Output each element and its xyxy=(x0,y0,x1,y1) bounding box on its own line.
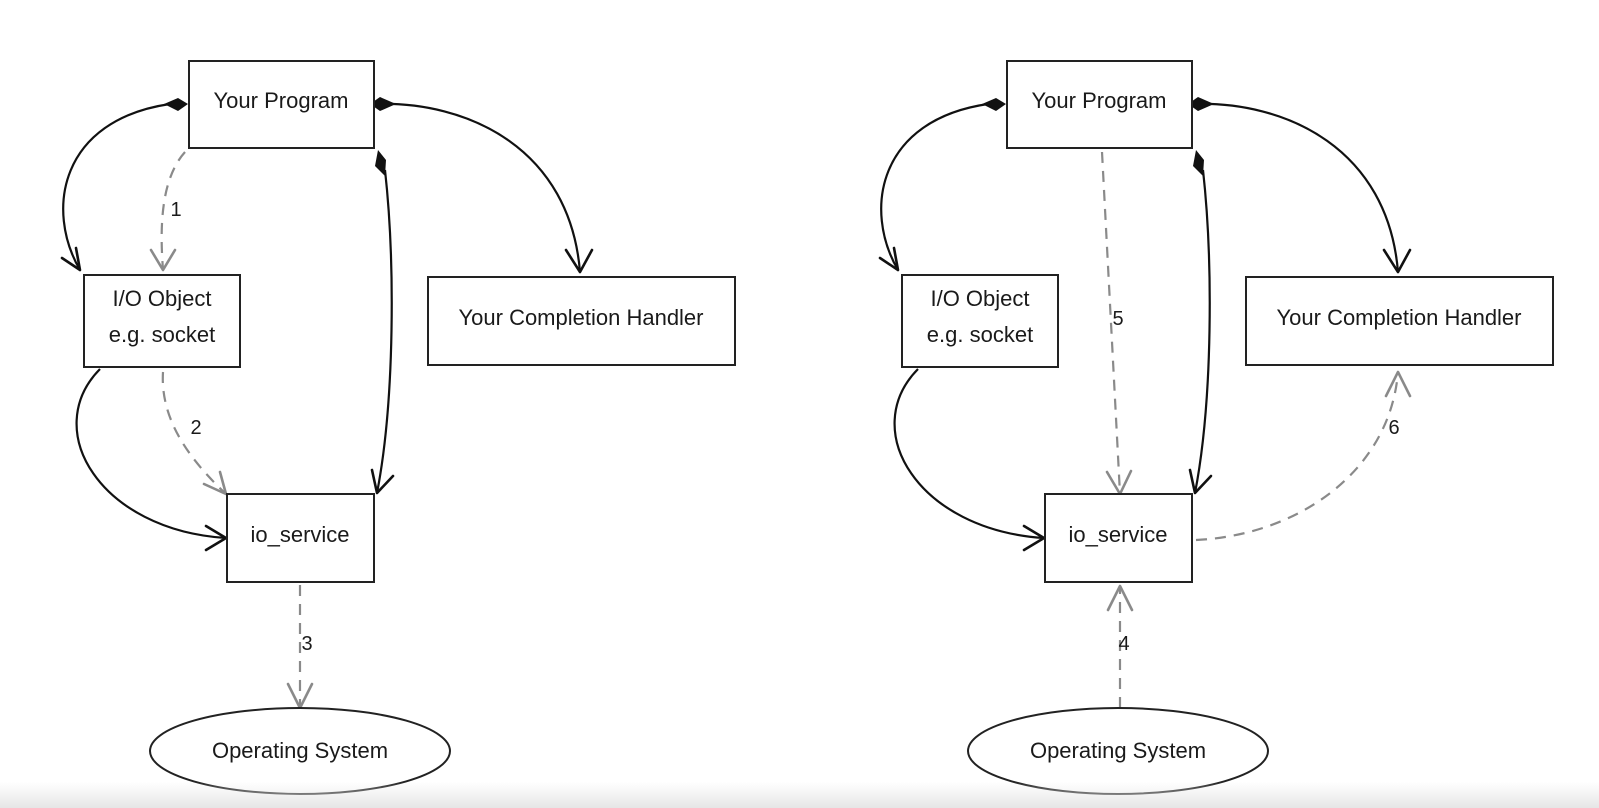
arrowhead-io-service-from-program xyxy=(370,468,395,495)
arrowhead-handler xyxy=(1382,248,1412,274)
your-program-label: Your Program xyxy=(214,88,349,113)
edge-io-object-to-io-service xyxy=(75,368,227,540)
your-program-box xyxy=(188,60,375,149)
dashed-edge-step-5 xyxy=(1100,151,1122,495)
completion-handler-box xyxy=(1245,276,1554,366)
arrowhead-io-object xyxy=(60,246,82,272)
step-label-1: 1 xyxy=(170,199,181,221)
step-label-4: 4 xyxy=(1118,633,1129,655)
right-diagram: Your Program I/O Object e.g. socket Your… xyxy=(878,60,1554,795)
dashed-edge-step-1 xyxy=(160,151,186,271)
io-object-label-line2: e.g. socket xyxy=(927,322,1033,347)
your-program-box xyxy=(1006,60,1193,149)
io-object-label-line2: e.g. socket xyxy=(109,322,215,347)
completion-handler-label: Your Completion Handler xyxy=(1277,305,1522,330)
dashed-edge-step-6 xyxy=(1195,371,1400,542)
dashed-arrowhead-step-6 xyxy=(1384,370,1412,398)
aggregation-diamond-program-bottom xyxy=(1193,150,1204,176)
completion-handler-box xyxy=(427,276,736,366)
aggregation-diamond-program-right xyxy=(370,97,396,111)
edge-program-to-io-service xyxy=(375,169,393,494)
io-object-label-line1: I/O Object xyxy=(112,286,211,311)
edge-program-to-io-service xyxy=(1193,169,1211,494)
aggregation-diamond-program-bottom xyxy=(375,150,386,176)
step-label-5: 5 xyxy=(1112,308,1123,330)
edge-io-object-to-io-service xyxy=(893,368,1045,540)
completion-handler-label: Your Completion Handler xyxy=(459,305,704,330)
dashed-arrowhead-step-4 xyxy=(1106,584,1134,612)
step-label-3: 3 xyxy=(301,633,312,655)
aggregation-diamond-program-left xyxy=(164,98,188,111)
io-service-box xyxy=(1044,493,1193,583)
io-object-box xyxy=(901,274,1059,368)
dashed-arrowhead-step-1 xyxy=(149,248,177,272)
left-diagram: Your Program I/O Object e.g. socket Your… xyxy=(60,60,736,795)
io-service-label: io_service xyxy=(1068,522,1167,547)
aggregation-diamond-program-left xyxy=(982,98,1006,111)
edge-program-to-handler xyxy=(371,102,582,273)
aggregation-diamond-program-right xyxy=(1188,97,1214,111)
step-label-6: 6 xyxy=(1388,417,1399,439)
dashed-edge-step-2 xyxy=(161,371,227,495)
io-object-box xyxy=(83,274,241,368)
operating-system-label: Operating System xyxy=(212,738,388,763)
edge-program-to-handler xyxy=(1189,102,1400,273)
io-service-label: io_service xyxy=(250,522,349,547)
arrowhead-handler xyxy=(564,248,594,274)
step-label-2: 2 xyxy=(190,417,201,439)
arrowhead-io-object xyxy=(878,246,900,272)
bottom-shade xyxy=(0,782,1599,808)
arrowhead-io-service-from-program xyxy=(1188,468,1213,495)
io-object-label-line1: I/O Object xyxy=(930,286,1029,311)
your-program-label: Your Program xyxy=(1032,88,1167,113)
operating-system-label: Operating System xyxy=(1030,738,1206,763)
edge-program-to-io-object xyxy=(62,102,171,271)
edge-program-to-io-object xyxy=(880,102,989,271)
io-service-box xyxy=(226,493,375,583)
